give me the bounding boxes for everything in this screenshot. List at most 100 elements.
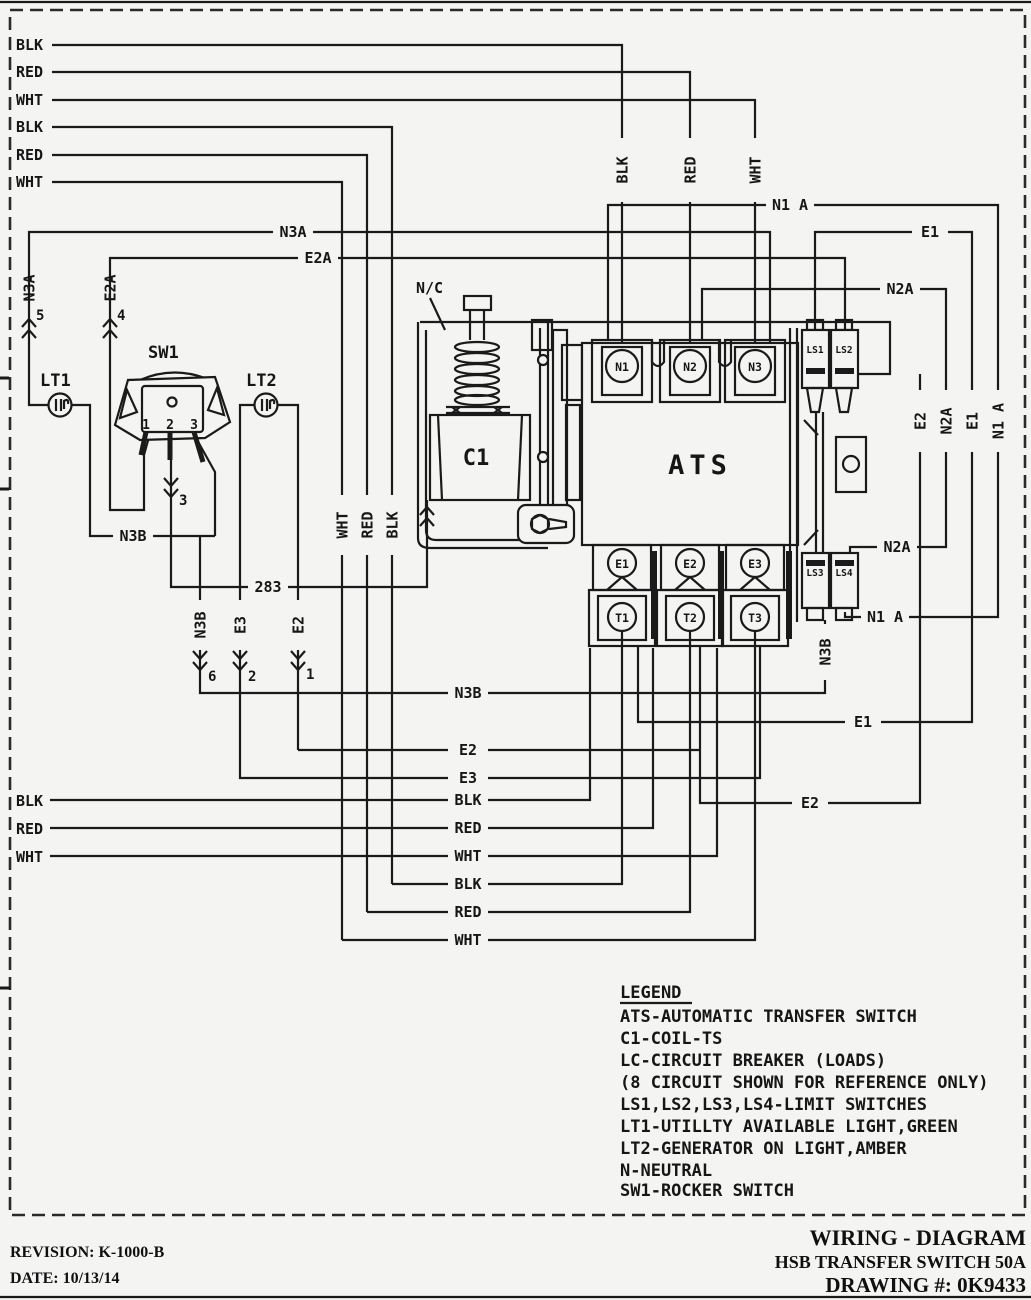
wire-label-wht-vertical-n3: WHT (747, 156, 765, 183)
arrow-number-1: 1 (306, 667, 314, 683)
wire-label-blk-mid-2: BLK (454, 875, 481, 893)
terminal-ls1: LS1 (806, 345, 823, 356)
wire-label-e3-bottom: E3 (459, 769, 477, 787)
arrow-number-4: 4 (117, 308, 125, 324)
wire-direction-arrows (21, 317, 435, 672)
wire-label-blk-load-1: BLK (16, 118, 43, 136)
sw1-label: SW1 (148, 343, 179, 363)
arrow-number-2: 2 (248, 669, 256, 685)
drawing-title: WIRING - DIAGRAM (810, 1225, 1027, 1250)
legend-item-lt2: LT2-GENERATOR ON LIGHT,AMBER (620, 1139, 907, 1159)
drawing-number: DRAWING #: 0K9433 (825, 1273, 1026, 1297)
terminal-e3: E3 (748, 557, 762, 571)
title-block: REVISION: K-1000-B DATE: 10/13/14 WIRING… (10, 1225, 1026, 1297)
wire-label-n2a-top: N2A (886, 280, 913, 298)
sw1-rocker-switch (113, 371, 232, 463)
legend-item-ls: LS1,LS2,LS3,LS4-LIMIT SWITCHES (620, 1095, 927, 1115)
terminal-t2: T2 (683, 611, 697, 625)
legend-item-n: N-NEUTRAL (620, 1161, 712, 1181)
legend-header: LEGEND (620, 983, 681, 1003)
arrow-number-3: 3 (179, 493, 187, 509)
c1-label: C1 (463, 446, 490, 471)
wire-label-n1a-top: N1 A (772, 196, 808, 214)
wire-label-wht-load-3: WHT (16, 173, 43, 191)
wire-label-n3b-vertical-mid: N3B (192, 611, 210, 638)
nc-label: N/C (416, 279, 443, 297)
label-backgrounds (113, 138, 1007, 948)
terminal-n3: N3 (748, 360, 762, 374)
wire-label-n1a-mid: N1 A (867, 608, 903, 626)
ats-label: ATS (668, 450, 732, 481)
wire-label-blk-vertical-left: BLK (384, 511, 402, 538)
wire-label-n3b-lt1: N3B (119, 527, 146, 545)
terminal-e2: E2 (683, 557, 697, 571)
wire-labels: BLK RED WHT BLK RED WHT BLK RED WHT WHT … (16, 36, 1008, 949)
terminal-labels: N1 N2 N3 E1 E2 E3 T1 T2 T3 LS1 LS2 LS3 L… (615, 345, 853, 625)
wire-label-e2a-vertical: E2A (102, 274, 120, 301)
wire-label-e2-right: E2 (801, 794, 819, 812)
wire-label-wht-mid-2: WHT (454, 931, 481, 949)
wire-label-n2a-vertical-right: N2A (938, 407, 956, 434)
c1-coil-assembly (416, 294, 576, 550)
sw1-pin-2-label: 2 (166, 418, 174, 433)
wire-label-e1-top: E1 (921, 223, 939, 241)
arrow-number-5: 5 (36, 308, 44, 324)
wire-label-red-vertical-n2: RED (682, 156, 700, 183)
terminal-ls4: LS4 (835, 568, 852, 579)
wire-label-n1a-vertical-right: N1 A (990, 403, 1008, 439)
lt2-light (253, 392, 279, 418)
wire-label-red-mid-2: RED (454, 903, 481, 921)
arrow-number-6: 6 (208, 669, 216, 685)
terminal-n1: N1 (615, 360, 629, 374)
wire-label-n2a-mid: N2A (883, 538, 910, 556)
limit-switch-assembly (788, 318, 868, 622)
wire-label-e1-bottom: E1 (854, 713, 872, 731)
wire-label-n3b-bottom: N3B (454, 684, 481, 702)
wire-label-red-load-2: RED (16, 146, 43, 164)
wire-label-283: 283 (254, 578, 281, 596)
wire-label-n3a: N3A (279, 223, 306, 241)
wire-label-red-utility-2: RED (16, 63, 43, 81)
wire-label-e2-vertical-right: E2 (912, 412, 930, 430)
wire-label-blk-vertical-n1: BLK (614, 156, 632, 183)
wire-label-e2-vertical-mid: E2 (290, 616, 308, 634)
wire-label-red-mid-1: RED (454, 819, 481, 837)
revision-text: REVISION: K-1000-B (10, 1244, 165, 1261)
legend-item-sw1: SW1-ROCKER SWITCH (620, 1181, 794, 1201)
wire-label-e3-vertical-mid: E3 (232, 616, 250, 634)
legend-item-lc: LC-CIRCUIT BREAKER (LOADS) (620, 1051, 886, 1071)
legend-item-8circuit: (8 CIRCUIT SHOWN FOR REFERENCE ONLY) (620, 1073, 988, 1093)
legend: LEGEND ATS-AUTOMATIC TRANSFER SWITCH C1-… (620, 983, 988, 1201)
wire-label-n3a-vertical: N3A (21, 274, 39, 301)
terminal-ls2: LS2 (835, 345, 852, 356)
lt2-label: LT2 (246, 371, 277, 391)
terminal-t1: T1 (615, 611, 629, 625)
wire-label-wht-mid-1: WHT (454, 847, 481, 865)
lt1-light (47, 392, 73, 418)
wire-label-red-vertical-left: RED (359, 511, 377, 538)
terminal-t3: T3 (748, 611, 762, 625)
wire-label-wht-utility-3: WHT (16, 91, 43, 109)
date-text: DATE: 10/13/14 (10, 1270, 119, 1287)
wire-label-wht-vertical-left: WHT (334, 511, 352, 538)
legend-item-lt1: LT1-UTILLTY AVAILABLE LIGHT,GREEN (620, 1117, 958, 1137)
drawing-subtitle: HSB TRANSFER SWITCH 50A (775, 1252, 1026, 1272)
wire-label-e2-bottom: E2 (459, 741, 477, 759)
terminal-e1: E1 (615, 557, 629, 571)
lt1-label: LT1 (40, 371, 71, 391)
sw1-pin-3-label: 3 (190, 418, 198, 433)
wire-label-n3b-vertical-right: N3B (817, 638, 835, 665)
wire-label-e1-vertical-right: E1 (964, 412, 982, 430)
terminal-ls3: LS3 (806, 568, 823, 579)
wire-label-wht-bottomleft: WHT (16, 848, 43, 866)
wire-label-blk-mid-1: BLK (454, 791, 481, 809)
terminal-n2: N2 (683, 360, 697, 374)
wire-label-blk-bottomleft: BLK (16, 792, 43, 810)
wire-label-blk-utility-1: BLK (16, 36, 43, 54)
wire-label-red-bottomleft: RED (16, 820, 43, 838)
legend-item-c1: C1-COIL-TS (620, 1029, 722, 1049)
wire-label-e2a: E2A (304, 249, 331, 267)
ats-block (560, 338, 800, 648)
